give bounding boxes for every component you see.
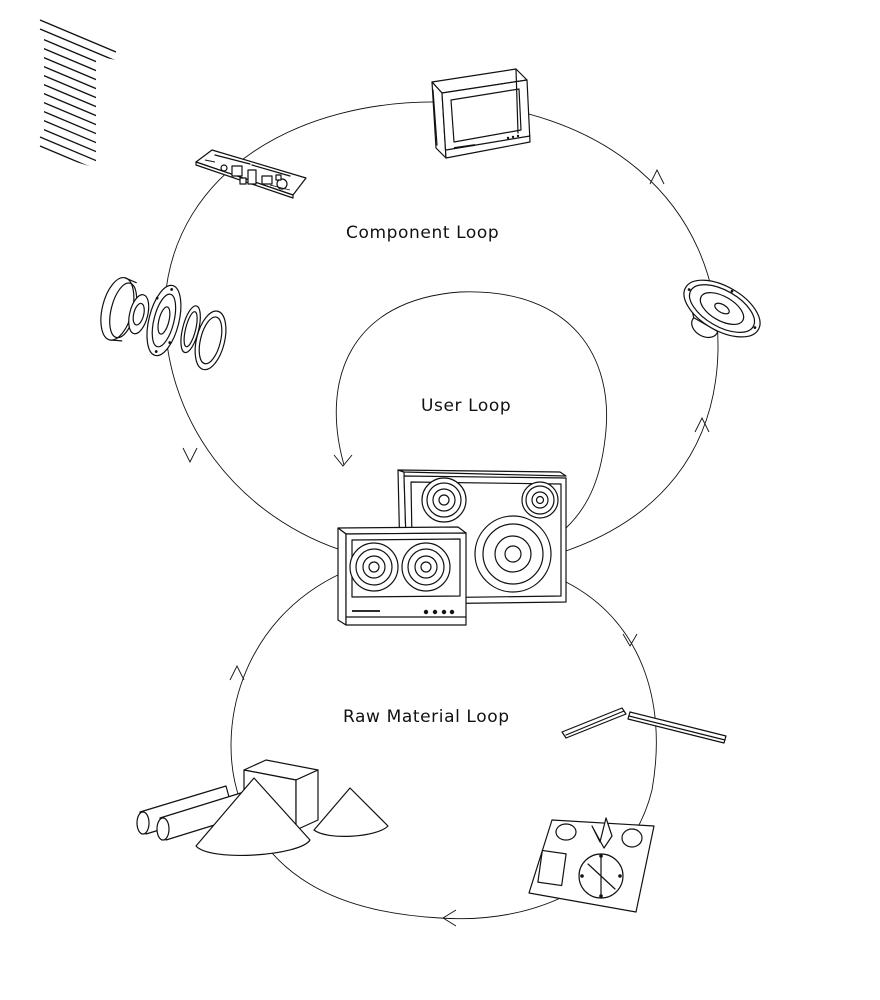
user-loop-path (335, 291, 608, 529)
arrow-icon (182, 447, 198, 464)
logo-stripe (39, 109, 116, 143)
arrow-icon (333, 454, 353, 467)
speaker-driver-illustration (683, 279, 761, 339)
arrow-icon (229, 664, 245, 681)
logo-stripe (39, 19, 116, 53)
logo-stripe (39, 46, 116, 80)
aluminium-profile-illustration (561, 707, 727, 744)
raw-material-loop-path (230, 572, 657, 920)
arrow-icon (694, 416, 710, 433)
arrow-icon (649, 168, 665, 185)
logo-stripe (39, 82, 116, 116)
logo-stripe (39, 64, 116, 98)
logo-stripe (39, 100, 116, 134)
logo-stripe (39, 145, 116, 168)
logo-stripe (39, 91, 116, 125)
arrow-icon (622, 633, 638, 647)
logo-stripe (39, 154, 116, 168)
logo-stripe (39, 127, 116, 161)
logo-stripe (39, 136, 116, 168)
logo-stripe (39, 28, 116, 62)
small-speaker-illustration (337, 526, 467, 626)
component-loop-label: Component Loop (346, 223, 499, 243)
speaker-frame-illustration (431, 68, 531, 159)
exploded-speaker-driver-illustration (100, 277, 227, 371)
arrow-icon (442, 909, 457, 927)
logo-stripe (39, 118, 116, 152)
raw-material-loop-label: Raw Material Loop (343, 707, 510, 727)
logo-stripe (39, 73, 116, 107)
laser-cut-panel-illustration (528, 817, 655, 913)
raw-materials-illustration (136, 759, 389, 857)
circuit-board-illustration (195, 149, 307, 199)
logo-stripe (39, 55, 116, 89)
user-loop-label: User Loop (421, 396, 511, 416)
brand-logo (39, 19, 116, 168)
logo-stripe (39, 37, 116, 71)
